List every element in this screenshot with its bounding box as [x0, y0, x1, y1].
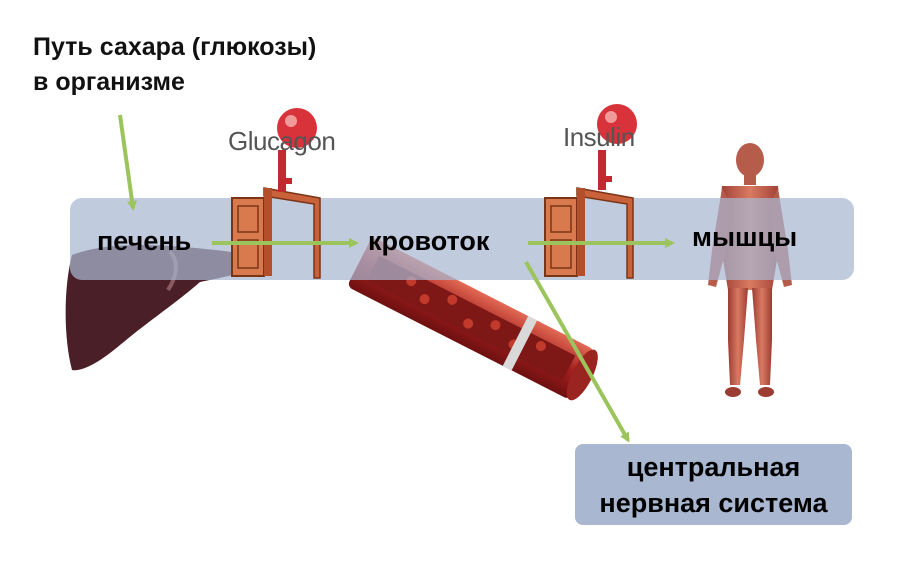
insulin-key-icon — [597, 104, 637, 190]
muscles-label: мышцы — [692, 222, 798, 252]
arrow-bloodstream-to-cns — [524, 261, 630, 443]
cns-label-line-1: центральная — [626, 452, 801, 482]
title-line-2: в организме — [33, 68, 185, 96]
cns-label-line-2: нервная система — [599, 488, 828, 518]
bloodstream-label: кровоток — [368, 226, 490, 256]
title-line-1: Путь сахара (глюкозы) — [33, 33, 317, 61]
glucagon-door — [231, 187, 321, 279]
insulin-door — [544, 187, 634, 279]
liver-label: печень — [97, 226, 192, 256]
arrow-into-liver — [118, 114, 137, 211]
insulin-label: Insulin — [563, 122, 635, 152]
cns-box: центральная нервная система — [575, 444, 852, 525]
flow-arrows — [118, 114, 675, 443]
diagram-title: Путь сахара (глюкозы) в организме — [33, 30, 316, 100]
glucagon-key-icon — [277, 108, 317, 192]
glucagon-label: Glucagon — [228, 126, 336, 156]
